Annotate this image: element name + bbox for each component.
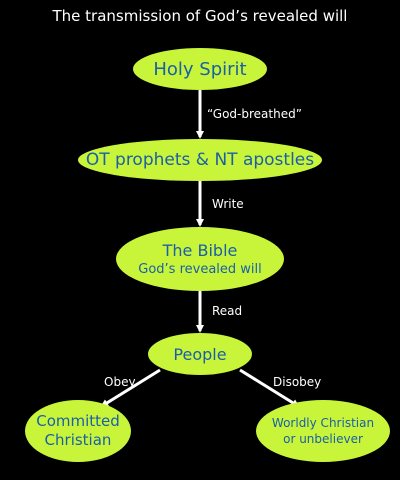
node-people-label: People [173, 344, 227, 364]
node-people: People [148, 333, 252, 375]
arrow-people-to-committed [100, 368, 161, 408]
node-holy-spirit: Holy Spirit [133, 48, 267, 90]
node-bible: The Bible God’s revealed will [116, 227, 284, 291]
edge-label-god-breathed: “God-breathed” [207, 107, 302, 121]
node-bible-sublabel: God’s revealed will [138, 261, 262, 277]
node-holy-spirit-label: Holy Spirit [153, 58, 247, 80]
edge-label-disobey: Disobey [273, 375, 322, 389]
node-ot-prophets: OT prophets & NT apostles [78, 139, 322, 181]
edge-label-write: Write [212, 197, 244, 211]
node-ot-prophets-label: OT prophets & NT apostles [85, 150, 315, 170]
node-worldly-christian-label: Worldly Christian or unbeliever [271, 416, 375, 446]
node-committed-christian-label: Committed Christian [36, 412, 120, 449]
arrow-people-to-worldly [239, 368, 300, 408]
node-worldly-christian: Worldly Christian or unbeliever [256, 400, 390, 462]
node-committed-christian: Committed Christian [25, 400, 131, 462]
edge-label-read: Read [212, 304, 243, 318]
node-bible-label: The Bible [162, 240, 238, 260]
edge-label-obey: Obey [104, 375, 136, 389]
diagram-title: The transmission of God’s revealed will [52, 7, 348, 25]
